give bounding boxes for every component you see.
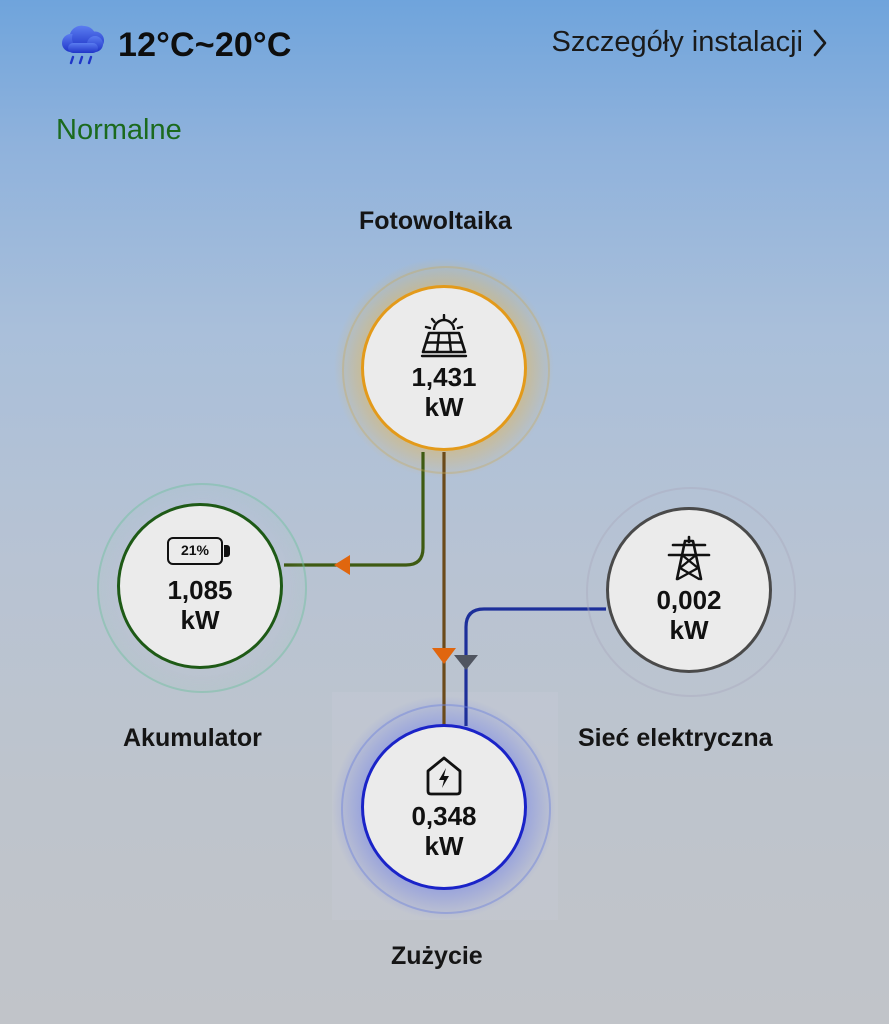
weather-widget: 12°C~20°C: [58, 22, 292, 68]
cloud-rain-icon: [62, 25, 105, 65]
load-power-value: 0,348: [411, 801, 477, 831]
pv-power-value: 1,431: [411, 362, 477, 392]
installation-details-label: Szczegóły instalacji: [551, 26, 803, 58]
chevron-right-icon: [813, 29, 827, 56]
grid-label: Sieć elektryczna: [578, 724, 773, 752]
pv-power-unit: kW: [424, 392, 464, 422]
flow-arrow-grid-to-load: [454, 655, 478, 670]
flow-line-pv-to-battery: [284, 452, 425, 567]
battery-power-value: 1,085: [167, 575, 233, 605]
header-bar: 12°C~20°C Szczegóły instalacji: [0, 0, 889, 90]
battery-percent: 21%: [180, 542, 210, 558]
flow-arrow-pv-to-battery: [334, 555, 350, 575]
pv-node[interactable]: 1,431 kW: [361, 285, 527, 451]
grid-power-unit: kW: [669, 615, 709, 645]
pv-label: Fotowoltaika: [359, 207, 512, 235]
temperature-range: 12°C~20°C: [118, 25, 292, 64]
battery-icon: 21%: [167, 537, 233, 569]
flow-arrow-pv-to-load: [432, 648, 456, 664]
flow-line-grid-to-load: [464, 607, 606, 726]
solar-panel-icon: [420, 314, 468, 358]
power-tower-icon: [667, 535, 711, 581]
home-power-icon: [426, 756, 462, 796]
grid-power-value: 0,002: [656, 585, 722, 615]
battery-power-unit: kW: [180, 605, 220, 635]
load-node[interactable]: 0,348 kW: [361, 724, 527, 890]
load-label: Zużycie: [391, 942, 483, 970]
load-power-unit: kW: [424, 831, 464, 861]
battery-label: Akumulator: [123, 724, 262, 752]
system-status-text: Normalne: [56, 114, 182, 146]
battery-node[interactable]: 21% 1,085 kW: [117, 503, 283, 669]
installation-details-link[interactable]: Szczegóły instalacji: [552, 26, 829, 59]
grid-node[interactable]: 0,002 kW: [606, 507, 772, 673]
